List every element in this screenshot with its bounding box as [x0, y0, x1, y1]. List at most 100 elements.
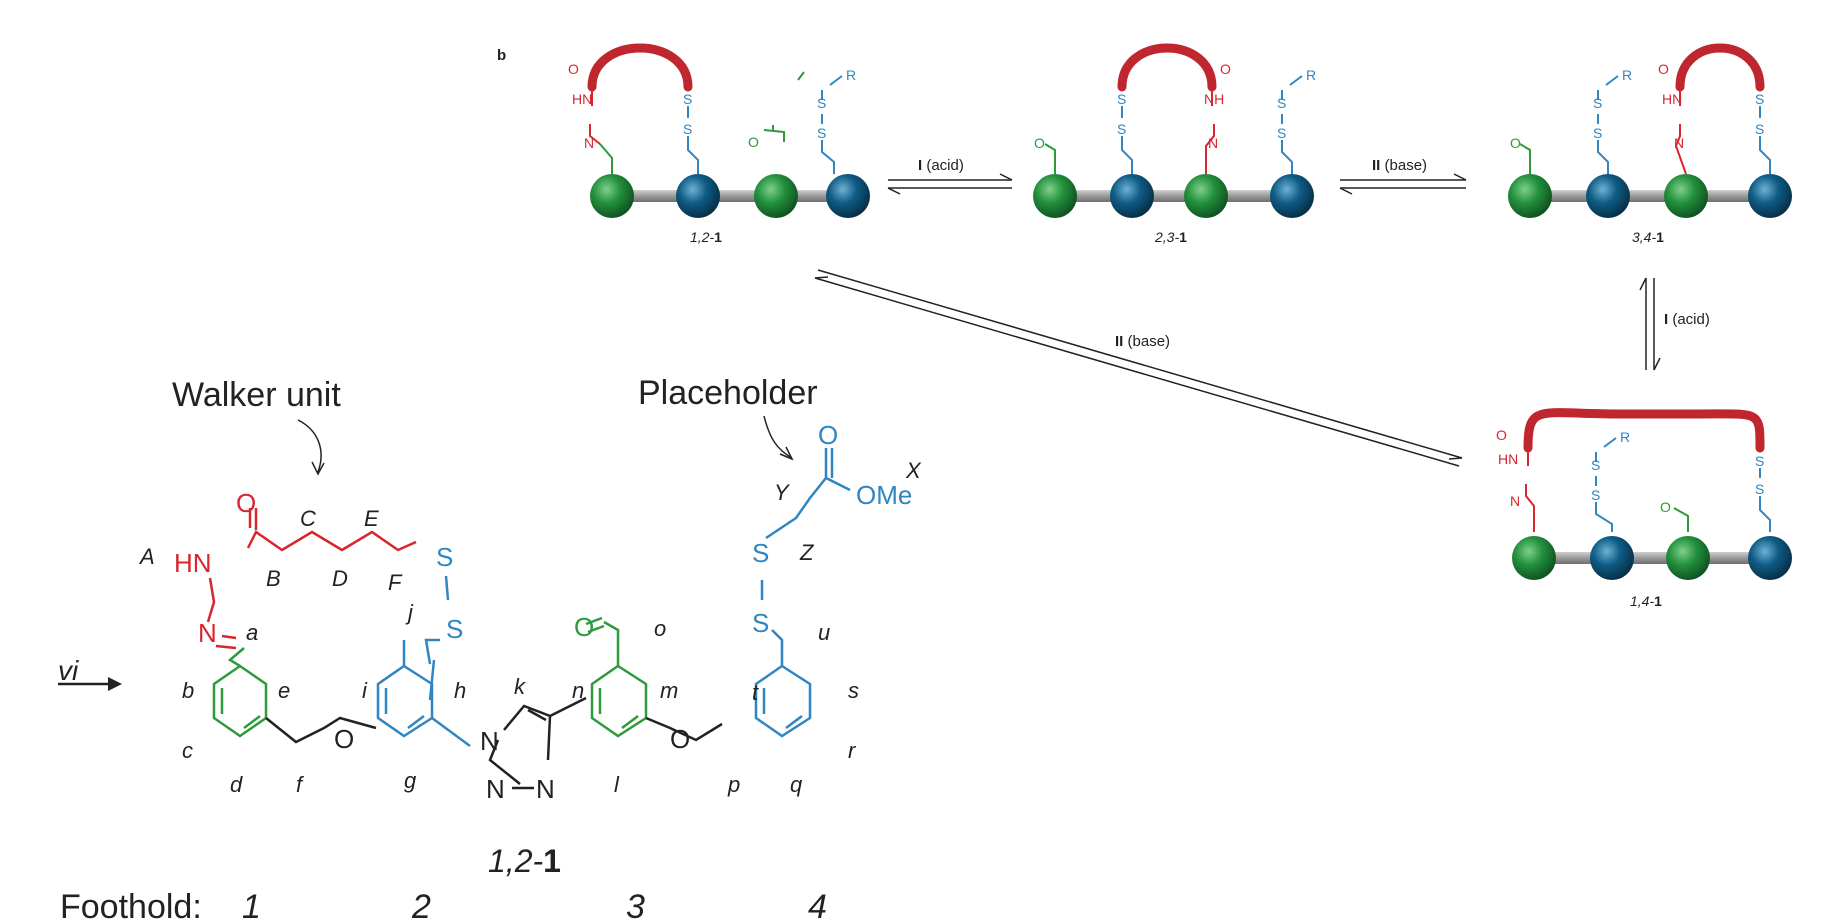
label-s: s	[848, 678, 859, 703]
blue-foothold	[826, 174, 870, 218]
arrow-label: II (base)	[1372, 157, 1427, 174]
track-bar	[612, 190, 860, 202]
hydrazone-bond	[589, 90, 601, 145]
foothold-4: 4	[808, 888, 827, 924]
label-b: b	[182, 678, 194, 703]
compound-label-3-4: 3,4-1	[1632, 229, 1664, 245]
triazole-ring	[488, 704, 552, 785]
compound-label-1-4: 1,4-1	[1630, 593, 1662, 609]
label-l: l	[614, 772, 620, 797]
benzene-ring	[212, 664, 268, 738]
label-m: m	[660, 678, 678, 703]
walker-callout-arrow	[297, 419, 322, 473]
atom-s: S	[1755, 453, 1764, 469]
walker-arc	[1523, 408, 1765, 453]
blue-foothold	[1110, 174, 1154, 218]
label-j: j	[405, 600, 414, 625]
atom-s: S	[1591, 487, 1600, 503]
atom-s: S	[1591, 457, 1600, 473]
molecule-1-4: O HN N S S R O S S 1,4-1	[1496, 408, 1792, 609]
placeholder-label: Placeholder	[638, 374, 818, 412]
atom-hn: HN	[1498, 451, 1518, 467]
atom-nh: NH	[1204, 91, 1224, 107]
atom-o: O	[1220, 61, 1231, 77]
benzene-ring	[754, 664, 812, 738]
atom-n: N	[480, 726, 499, 756]
sr-bond	[1595, 452, 1613, 532]
atom-s: S	[1117, 121, 1126, 137]
atom-r: R	[846, 67, 856, 83]
atom-n: N	[486, 774, 505, 804]
equilibrium-arrow-4: II (base)	[814, 269, 1463, 467]
green-foothold	[1508, 174, 1552, 218]
atom-s: S	[817, 125, 826, 141]
label-x: X	[905, 458, 922, 483]
label-e-upper: E	[364, 506, 379, 531]
chemical-structure: Walker unit Placeholder vi O HN N S S	[58, 374, 922, 924]
atom-r: R	[1622, 67, 1632, 83]
track-bar	[1532, 552, 1780, 564]
atom-s: S	[1277, 125, 1286, 141]
label-y: Y	[774, 480, 790, 505]
label-h: h	[454, 678, 466, 703]
hydrazone-bond	[1674, 90, 1687, 175]
label-z: Z	[799, 540, 815, 565]
disulfide-bond	[1759, 468, 1771, 532]
equilibrium-arrow-3: I (acid)	[1639, 277, 1710, 371]
label-a-upper: A	[138, 544, 155, 569]
structure-compound-label: 1,2-1	[488, 843, 561, 879]
atom-o: O	[574, 612, 594, 642]
aldehyde-bond	[599, 143, 613, 174]
label-f-upper: F	[388, 570, 403, 595]
label-c-upper: C	[300, 506, 316, 531]
sr-bond	[1281, 90, 1293, 174]
cho-bond	[763, 129, 785, 142]
atom-o: O	[670, 724, 690, 754]
atom-s: S	[1755, 481, 1764, 497]
walker-arc	[1675, 43, 1765, 92]
green-foothold	[1033, 174, 1077, 218]
reagent-label: vi	[58, 655, 79, 686]
walker-chain	[246, 530, 417, 552]
green-foothold	[754, 174, 798, 218]
atom-s: S	[1755, 121, 1764, 137]
atom-n: N	[1674, 135, 1684, 151]
atom-o: O	[748, 134, 759, 150]
ether-link	[265, 716, 377, 744]
label-t: t	[752, 680, 759, 705]
molecule-1-2: O HN N S S O S S R 1,2-1	[568, 43, 870, 245]
foothold-1: 1	[242, 888, 261, 924]
atom-s: S	[752, 538, 769, 568]
atom-s: S	[1755, 91, 1764, 107]
panel-label: b	[497, 47, 506, 64]
compound-label-2-3: 2,3-1	[1154, 229, 1187, 245]
atom-n: N	[536, 774, 555, 804]
equilibrium-arrow-1: I (acid)	[887, 157, 1013, 195]
label-n: n	[572, 678, 584, 703]
blue-foothold	[1586, 174, 1630, 218]
atom-r: R	[1620, 429, 1630, 445]
blue-foothold	[676, 174, 720, 218]
blue-foothold	[1748, 174, 1792, 218]
green-foothold	[1184, 174, 1228, 218]
disulfide-bond	[1121, 106, 1133, 174]
arrow-label: I (acid)	[1664, 311, 1710, 328]
atom-n: N	[1510, 493, 1520, 509]
atom-n: N	[584, 135, 594, 151]
atom-s: S	[436, 542, 453, 572]
atom-s: S	[752, 608, 769, 638]
label-o: o	[654, 616, 666, 641]
disulfide-bond	[687, 106, 699, 174]
atom-s: S	[683, 91, 692, 107]
foothold-3: 3	[626, 888, 645, 924]
walker-arc	[1117, 43, 1217, 92]
hydrazone-bond	[1205, 90, 1215, 174]
foothold-label: Foothold:	[60, 888, 202, 924]
atom-hn: HN	[174, 548, 212, 578]
atom-o: O	[1658, 61, 1669, 77]
hydrazone-bond	[1525, 450, 1535, 532]
label-i: i	[362, 678, 368, 703]
label-u: u	[818, 620, 830, 645]
